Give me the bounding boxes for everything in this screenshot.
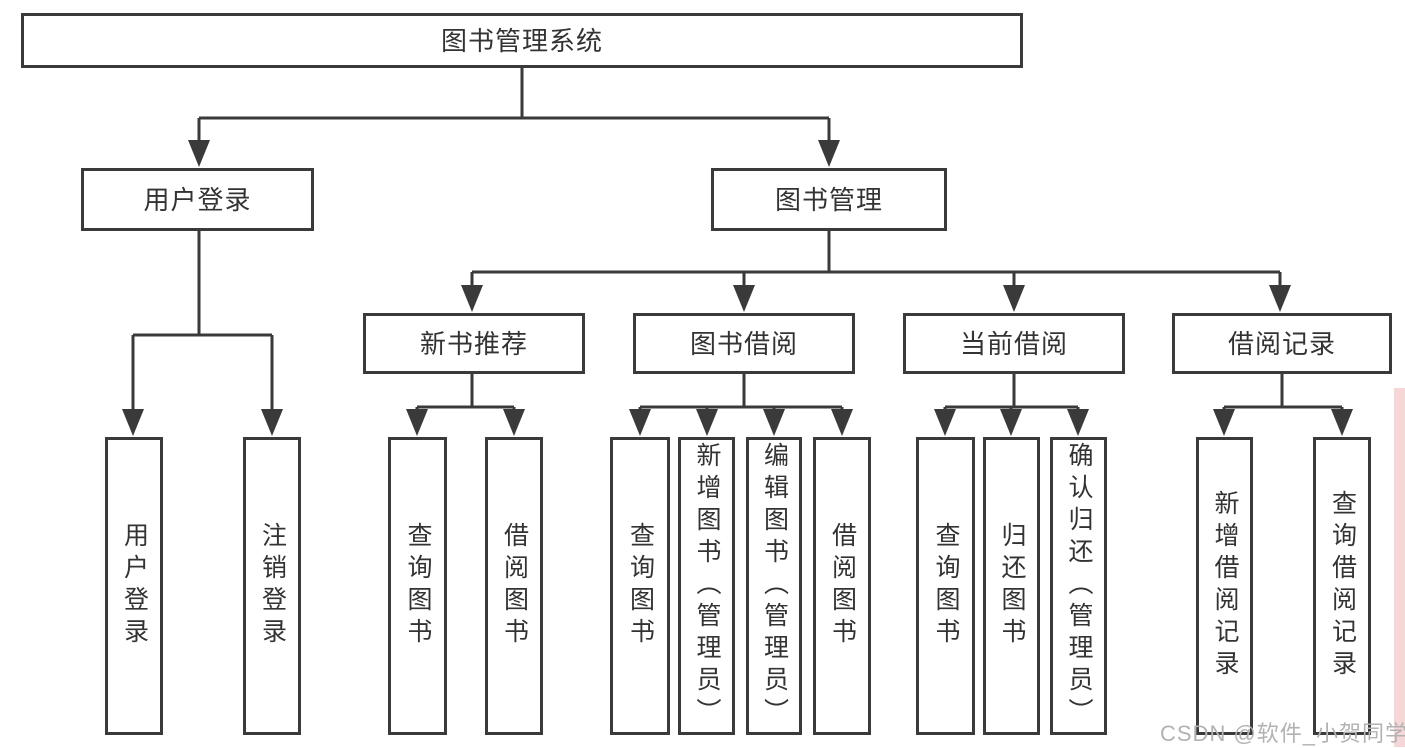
leaf-logout: 注销登录: [243, 437, 301, 735]
leaf-user-login: 用户登录: [105, 437, 163, 735]
node-current-borrowing: 当前借阅: [903, 313, 1125, 374]
leaf-borrow-books-borrow: 借阅图书: [813, 437, 871, 735]
leaf-add-borrow-record-label: 新增借阅记录: [1211, 490, 1239, 682]
node-user-login-branch: 用户登录: [81, 168, 314, 231]
leaf-edit-book-admin: 编辑图书（管理员）: [746, 437, 802, 735]
leaf-user-login-label: 用户登录: [120, 522, 149, 650]
leaf-query-books-newbook-label: 查询图书: [404, 522, 432, 650]
node-book-management: 图书管理: [711, 168, 947, 231]
leaf-add-book-admin: 新增图书（管理员）: [678, 437, 735, 735]
leaf-add-book-admin-label: 新增图书（管理员）: [693, 442, 721, 730]
watermark-text: CSDN @软件_小贺同学: [1160, 721, 1405, 746]
leaf-query-borrow-record: 查询借阅记录: [1313, 437, 1371, 735]
leaf-query-borrow-record-label: 查询借阅记录: [1328, 490, 1357, 682]
leaf-add-borrow-record: 新增借阅记录: [1196, 437, 1253, 735]
node-book-borrowing: 图书借阅: [633, 313, 855, 374]
right-edge-artifact: [1394, 388, 1405, 747]
node-library-system: 图书管理系统: [21, 13, 1023, 68]
node-new-book-recommend: 新书推荐: [363, 313, 585, 374]
leaf-borrow-books-borrow-label: 借阅图书: [828, 522, 857, 650]
leaf-confirm-return-admin: 确认归还（管理员）: [1050, 437, 1107, 735]
leaf-logout-label: 注销登录: [258, 522, 287, 650]
leaf-query-books-borrow-label: 查询图书: [626, 522, 655, 650]
connector-paths: [131, 68, 1344, 412]
leaf-confirm-return-admin-label: 确认归还（管理员）: [1065, 442, 1093, 730]
leaf-return-books-label: 归还图书: [998, 522, 1026, 650]
arrowheads: [122, 140, 1353, 436]
leaf-borrow-books-newbook: 借阅图书: [485, 437, 543, 735]
leaf-query-books-newbook: 查询图书: [388, 437, 447, 735]
leaf-borrow-books-newbook-label: 借阅图书: [500, 522, 529, 650]
leaf-edit-book-admin-label: 编辑图书（管理员）: [760, 442, 789, 730]
leaf-return-books: 归还图书: [983, 437, 1040, 735]
leaf-query-books-borrow: 查询图书: [610, 437, 670, 735]
node-borrowing-records: 借阅记录: [1172, 313, 1392, 374]
leaf-query-books-current-label: 查询图书: [932, 522, 960, 650]
leaf-query-books-current: 查询图书: [916, 437, 975, 735]
